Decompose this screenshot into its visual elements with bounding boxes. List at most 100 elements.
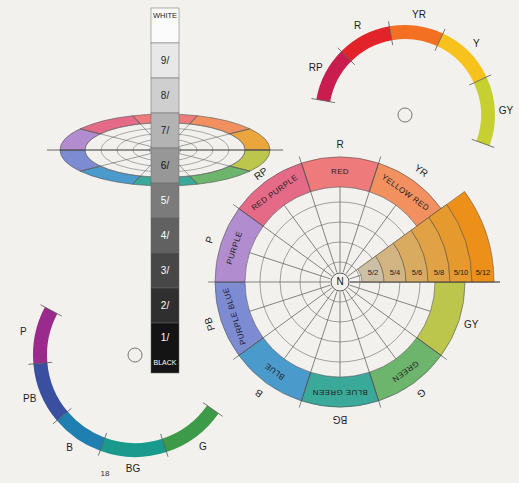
- value-step: [151, 43, 179, 78]
- chroma-label: 5/10: [454, 269, 469, 277]
- band-tick: [161, 434, 168, 457]
- band-tick: [389, 21, 393, 45]
- value-label: 6/: [161, 161, 169, 171]
- neutral-center: [331, 273, 349, 291]
- value-step: [151, 8, 179, 43]
- chroma-label: 5/4: [390, 269, 400, 277]
- hue-label: B: [66, 443, 73, 453]
- hue-spoke: [284, 205, 334, 274]
- hue-band: [437, 33, 486, 82]
- band-tick: [435, 29, 445, 51]
- hue-label: Y: [473, 39, 480, 49]
- band-tick: [311, 99, 335, 103]
- value-label: 8/: [161, 91, 169, 101]
- hue-spoke: [250, 285, 331, 311]
- value-step: [151, 288, 179, 323]
- hue-band: [341, 26, 391, 61]
- hue-label: G: [199, 442, 207, 452]
- value-step: [151, 218, 179, 253]
- hue-band: [57, 412, 105, 451]
- neutral-label: N: [336, 277, 343, 287]
- hue-label: PB: [23, 394, 36, 404]
- band-tick: [53, 408, 71, 423]
- chroma-label: 5/8: [434, 269, 444, 277]
- hue-label: BG: [333, 414, 347, 424]
- hue-sector: [301, 372, 378, 407]
- value-label: 4/: [161, 231, 169, 241]
- chroma-label: 5/12: [476, 269, 491, 277]
- value-end-label: BLACK: [154, 359, 177, 366]
- value-step: [151, 183, 179, 218]
- value-label: 2/: [161, 301, 169, 311]
- hue-label: RP: [309, 63, 323, 73]
- hue-band: [316, 51, 351, 101]
- value-disc: [47, 114, 283, 186]
- hue-label: GY: [464, 320, 478, 330]
- chroma-axis: [350, 282, 500, 283]
- band-tick: [28, 362, 52, 364]
- hue-label: P: [204, 235, 216, 244]
- value-end-label: WHITE: [153, 12, 177, 20]
- hue-label: YR: [412, 163, 429, 179]
- value-label: 9/: [161, 56, 169, 66]
- hue-spoke: [350, 285, 431, 311]
- hue-name: BLUE GREEN: [312, 388, 368, 396]
- hue-name: RED: [331, 168, 349, 176]
- value-label: 3/: [161, 266, 169, 276]
- band-tick: [98, 433, 106, 456]
- hue-label: PB: [203, 316, 217, 332]
- hue-spoke: [350, 282, 500, 283]
- band-tick: [472, 139, 495, 147]
- hue-label: R: [336, 140, 343, 150]
- hue-band: [33, 307, 57, 364]
- center-circle: [398, 108, 412, 122]
- hue-spoke: [348, 288, 447, 360]
- hue-spoke: [250, 253, 331, 279]
- value-step: [151, 78, 179, 113]
- value-label: 1/: [161, 333, 169, 343]
- value-label: 7/: [161, 126, 169, 136]
- hue-label: R: [354, 21, 361, 31]
- cool-hue-arc: [28, 305, 222, 457]
- chroma-label: 5/2: [368, 269, 378, 277]
- band-tick: [41, 305, 62, 316]
- hue-spoke: [340, 187, 341, 272]
- hue-label: BG: [126, 464, 140, 474]
- band-tick: [203, 403, 223, 417]
- hue-sector: [301, 157, 378, 192]
- page-number: 18: [101, 470, 110, 478]
- warm-hue-arc: [311, 21, 495, 147]
- hue-label: B: [254, 387, 265, 399]
- value-step: [151, 148, 179, 183]
- hue-band: [33, 363, 67, 421]
- hue-label: P: [20, 327, 27, 337]
- chroma-label: 5/6: [412, 269, 422, 277]
- hue-spoke: [346, 290, 396, 359]
- value-label: 5/: [161, 196, 169, 206]
- hue-spoke: [233, 204, 332, 276]
- hue-band: [162, 405, 218, 452]
- disc-sector: [60, 150, 100, 171]
- band-tick: [469, 75, 491, 85]
- disc-sector: [230, 129, 270, 150]
- hue-band: [100, 438, 166, 457]
- center-circle: [128, 348, 142, 362]
- hue-label: YR: [412, 10, 426, 20]
- hue-sector: [215, 282, 263, 355]
- value-step: [151, 113, 179, 148]
- hue-band: [389, 25, 443, 46]
- hue-spoke: [208, 282, 330, 283]
- band-tick: [338, 48, 355, 65]
- value-step: [151, 323, 179, 373]
- hue-label: G: [414, 386, 426, 399]
- hue-wheel: [208, 156, 500, 407]
- hue-band: [474, 77, 495, 146]
- hue-spoke: [284, 290, 334, 359]
- chroma-step: [447, 191, 494, 282]
- hue-spoke: [233, 288, 332, 360]
- value-step: [151, 253, 179, 288]
- hue-spoke: [340, 292, 341, 377]
- hue-label: GY: [499, 106, 513, 116]
